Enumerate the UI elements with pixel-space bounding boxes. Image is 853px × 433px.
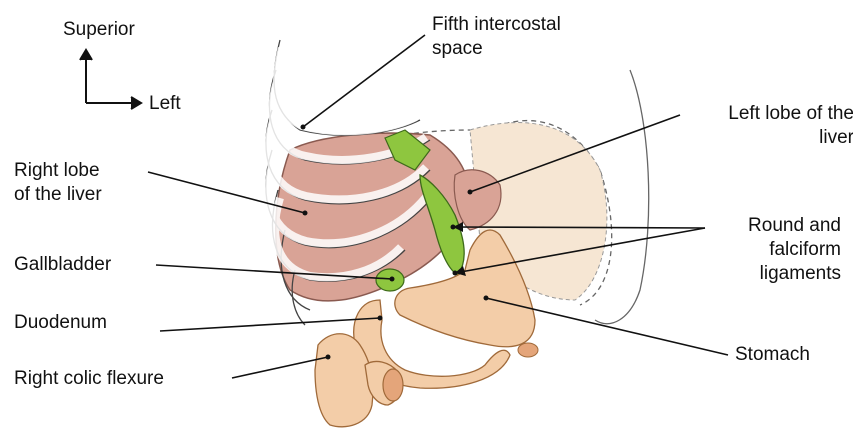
label-right-colic-flexure: Right colic flexure (14, 367, 164, 391)
label-right-lobe: Right lobe of the liver (14, 159, 102, 207)
label-stomach: Stomach (735, 343, 810, 367)
label-round-falciform: Round and falciform ligaments (700, 214, 841, 286)
orientation-superior: Superior (63, 18, 135, 42)
pylorus (518, 343, 538, 357)
label-fifth-intercostal: Fifth intercostal space (432, 13, 561, 61)
colon-cut-end (383, 369, 403, 401)
label-left-lobe: Left lobe of the liver (660, 102, 853, 150)
label-duodenum: Duodenum (14, 311, 107, 335)
orientation-left: Left (149, 92, 181, 116)
orientation-arrows (80, 50, 141, 109)
label-gallbladder: Gallbladder (14, 253, 111, 277)
